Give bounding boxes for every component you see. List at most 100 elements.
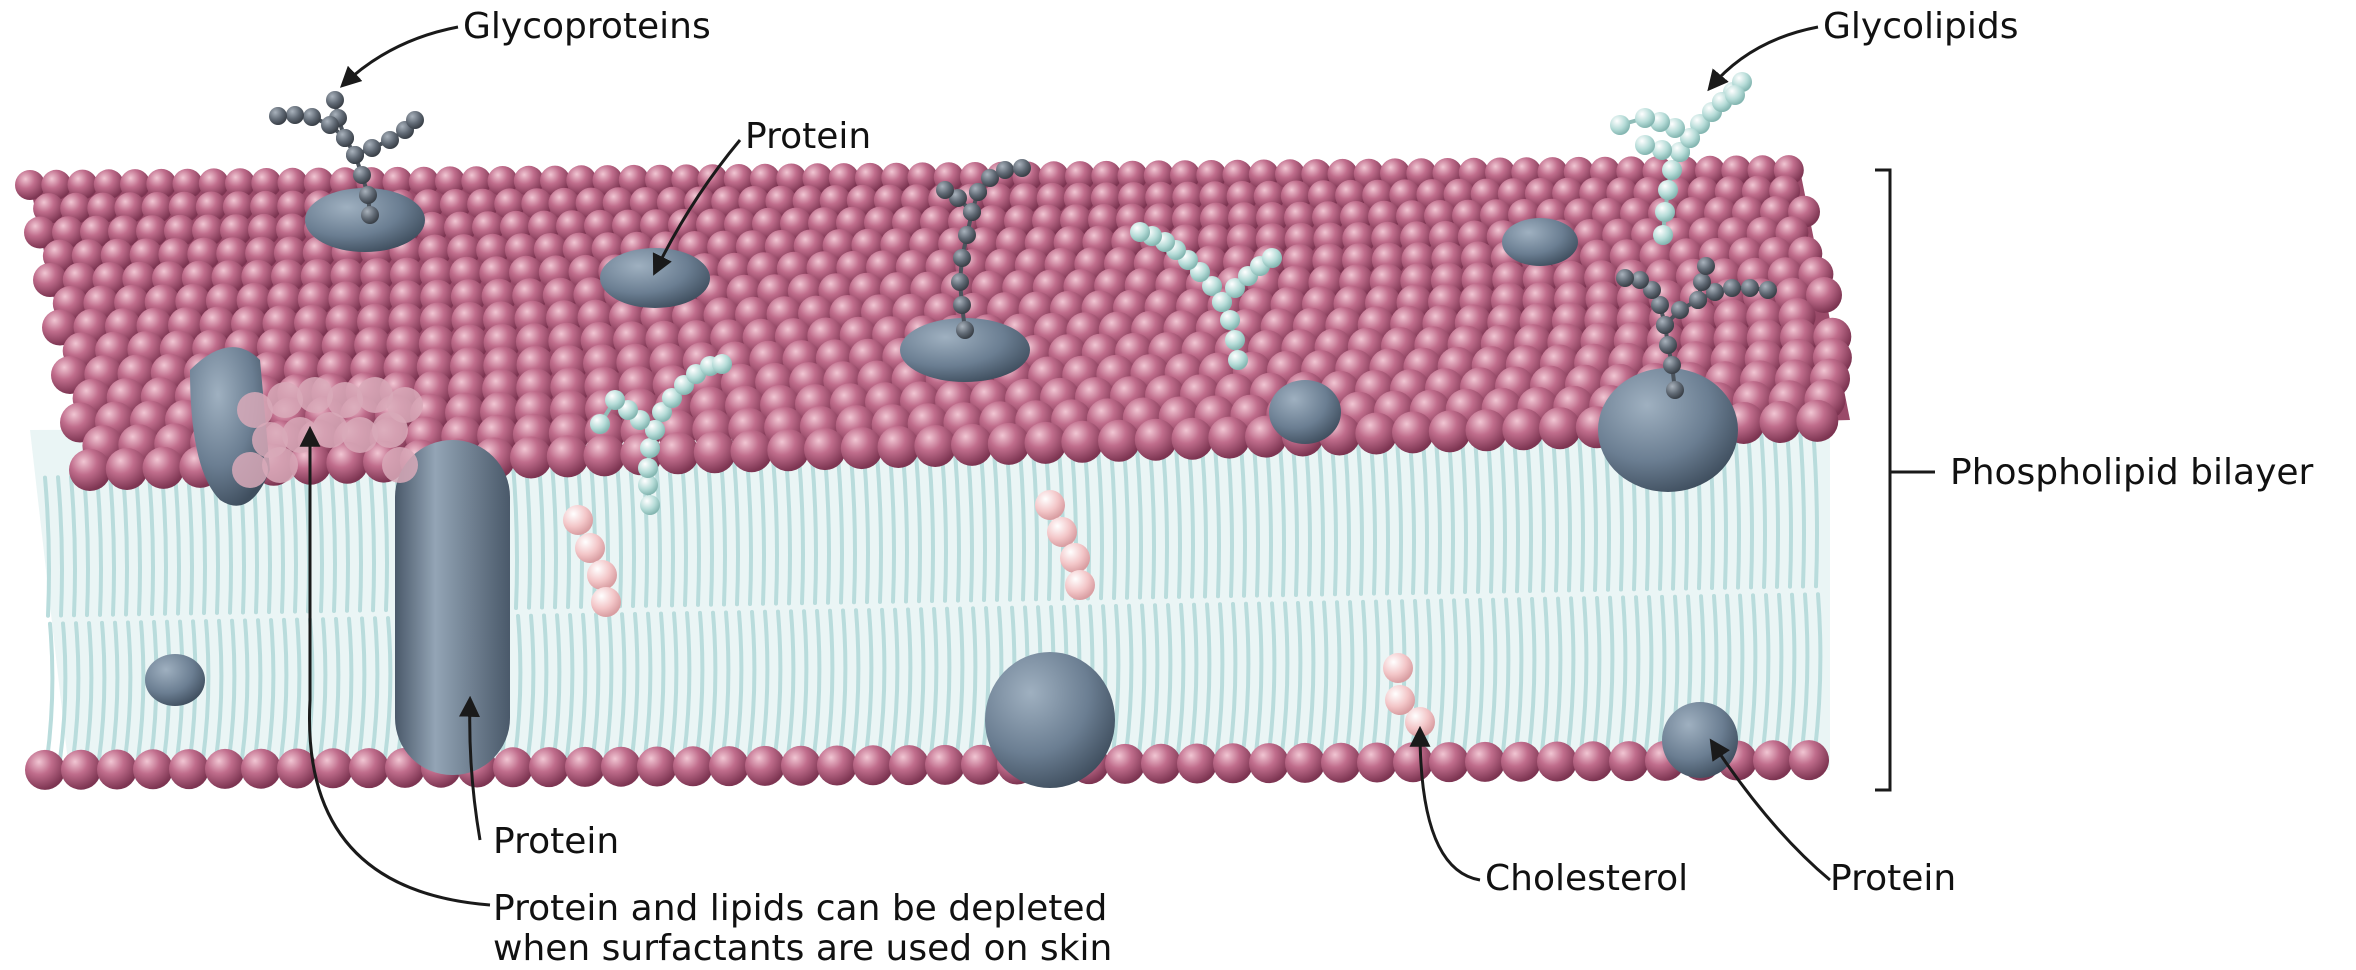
lipid-head [69, 449, 111, 491]
glycoprotein-chain-bead [963, 203, 981, 221]
glycolipid-chain-bead [1228, 350, 1248, 370]
lipid-head [1789, 740, 1829, 780]
cholesterol-bead [587, 560, 617, 590]
lipid-head [731, 430, 773, 472]
faded-lipid-head [342, 417, 378, 453]
lipid-head [25, 750, 65, 790]
glycolipid-chain-bead [1262, 248, 1282, 268]
protein-top-label: Protein [745, 116, 871, 157]
lipid-head [657, 432, 699, 474]
glycolipid-chain-bead [1662, 160, 1682, 180]
lipid-head [1355, 413, 1397, 455]
glycoprotein-chain-bead [1689, 291, 1707, 309]
protein-transmembrane [395, 440, 510, 775]
lipid-head [349, 748, 389, 788]
glycoprotein-chain-bead [321, 116, 339, 134]
lipid-head [1465, 742, 1505, 782]
glycolipid-chain-bead [1652, 140, 1672, 160]
lipid-head [133, 749, 173, 789]
glycoprotein-chain-bead [951, 273, 969, 291]
cholesterol-bead [1047, 517, 1077, 547]
faded-lipid-head [312, 412, 348, 448]
glycoprotein-chain-bead [1671, 301, 1689, 319]
glycoprotein-chain-bead [1741, 279, 1759, 297]
lipid-tail [47, 624, 52, 760]
cholesterol-bead [1065, 570, 1095, 600]
lipid-head [889, 745, 929, 785]
lipid-head [1753, 740, 1793, 780]
lipid-head [1573, 741, 1613, 781]
lipid-head [1135, 419, 1177, 461]
glycolipid-chain-bead [590, 414, 610, 434]
glycoprotein-chain-bead [956, 321, 974, 339]
lipid-head [1357, 743, 1397, 783]
glycoprotein-chain-bead [303, 108, 321, 126]
depleted-label-line2: when surfactants are used on skin [493, 928, 1112, 969]
glycolipid-chain-bead [1655, 202, 1675, 222]
depleted-label-line1: Protein and lipids can be depleted [493, 888, 1107, 929]
glycoprotein-chain-bead [381, 131, 399, 149]
cholesterol-bead [591, 587, 621, 617]
protein-bottom-right [1662, 702, 1738, 778]
lipid-head [61, 750, 101, 790]
cholesterol-bead [1035, 490, 1065, 520]
cholesterol-bead [1383, 653, 1413, 683]
protein-left-label: Protein [493, 821, 619, 862]
lipid-head [1213, 743, 1253, 783]
cholesterol-label: Cholesterol [1485, 858, 1688, 899]
glycoprotein-chain-bead [1659, 336, 1677, 354]
lipid-head [988, 423, 1030, 465]
lipid-head [106, 448, 148, 490]
lipid-head [1321, 743, 1361, 783]
lipid-head [1466, 409, 1508, 451]
protein-right-label: Protein [1830, 858, 1956, 899]
lipid-head [169, 749, 209, 789]
lipid-head [1208, 417, 1250, 459]
lipid-head [601, 747, 641, 787]
lipid-head [1501, 742, 1541, 782]
glycoprotein-chain-bead [346, 146, 364, 164]
glycoprotein-chain-bead [1663, 356, 1681, 374]
glycoprotein-chain-bead [1013, 159, 1031, 177]
lipid-head [510, 437, 552, 479]
glycoprotein-chain-bead [958, 226, 976, 244]
lipid-head [853, 745, 893, 785]
glycoprotein-chain-bead [1723, 279, 1741, 297]
glycoprotein-chain-bead [336, 129, 354, 147]
lipid-head [1609, 741, 1649, 781]
glycoprotein-chain-bead [996, 161, 1014, 179]
lipid-head [1249, 743, 1289, 783]
lipid-head [205, 749, 245, 789]
lipid-head [1105, 744, 1145, 784]
glycolipid-chain-bead [605, 390, 625, 410]
glycolipid-chain-bead [712, 354, 732, 374]
glycolipid-chain-bead [1220, 310, 1240, 330]
lipid-head [547, 435, 589, 477]
glycoprotein-chain-bead [286, 106, 304, 124]
glycoprotein-chain-bead [936, 181, 954, 199]
glycoproteins-arrow [343, 27, 458, 85]
glycoprotein-chain-bead [406, 111, 424, 129]
lipid-head [637, 747, 677, 787]
lipid-head [1177, 744, 1217, 784]
glycolipid-chain-bead [640, 438, 660, 458]
lipid-head [1502, 408, 1544, 450]
faded-lipid-head [382, 447, 418, 483]
lipid-head [1796, 400, 1838, 442]
lipid-head [1141, 744, 1181, 784]
lipid-head [313, 748, 353, 788]
lipid-head [914, 425, 956, 467]
lipid-head [767, 429, 809, 471]
glycoprotein-chain-bead [1693, 273, 1711, 291]
lipid-head [1172, 418, 1214, 460]
glycoprotein-chain-bead [326, 91, 344, 109]
faded-lipid-head [267, 382, 303, 418]
lipid-head [143, 447, 185, 489]
lipid-head [1539, 407, 1581, 449]
lipid-head [1098, 420, 1140, 462]
protein-bottom-left [145, 654, 205, 706]
glycoprotein-chain-bead [953, 296, 971, 314]
lipid-head [493, 747, 533, 787]
phospholipid-bilayer-label: Phospholipid bilayer [1950, 452, 2314, 493]
